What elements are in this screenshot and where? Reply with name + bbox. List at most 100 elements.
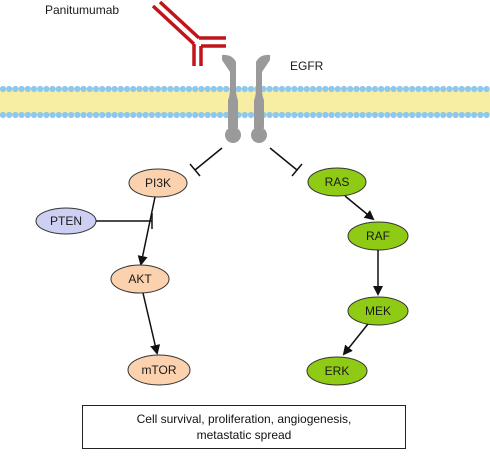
lipid-head	[74, 111, 81, 119]
lipid-head	[18, 85, 25, 93]
lipid-head	[204, 111, 211, 119]
lipid-head	[365, 111, 372, 119]
lipid-head	[61, 85, 69, 93]
lipid-head	[322, 85, 329, 93]
akt-node	[110, 264, 170, 294]
lipid-head	[154, 111, 162, 119]
ras-pathway: RAS RAF MEK ERK	[306, 167, 409, 386]
lipid-head	[402, 111, 410, 119]
lipid-head	[285, 85, 292, 93]
lipid-head	[409, 111, 416, 119]
receptor-to-ras-connector	[269, 147, 303, 177]
lipid-head	[161, 111, 168, 119]
pi3k-node	[128, 168, 188, 198]
lipid-head	[24, 85, 31, 93]
lipid-head	[483, 85, 490, 93]
lipid-head	[477, 111, 484, 119]
erk-label: ERK	[325, 364, 350, 378]
lipid-head	[24, 111, 31, 119]
membrane-core	[0, 90, 490, 114]
lipid-head	[179, 111, 186, 119]
lipid-head	[185, 85, 193, 93]
akt-label: AKT	[128, 272, 152, 286]
lipid-head	[340, 111, 348, 119]
lipid-head	[179, 85, 186, 93]
lipid-head	[272, 111, 279, 119]
lipid-head	[117, 111, 124, 119]
lipid-head	[68, 111, 75, 119]
lipid-head	[384, 111, 391, 119]
lipid-head	[167, 111, 174, 119]
lipid-head	[210, 111, 217, 119]
lipid-head	[216, 85, 224, 93]
lipid-head	[471, 85, 478, 93]
lipid-head	[241, 85, 248, 93]
lipid-head	[142, 85, 149, 93]
lipid-head	[0, 85, 7, 93]
lipid-head	[309, 85, 317, 93]
lipid-head	[99, 111, 106, 119]
pi3k-pathway: PI3K PTEN AKT mTOR	[35, 168, 191, 386]
lipid-head	[427, 111, 434, 119]
lipid-head	[272, 85, 279, 93]
lipid-head	[433, 85, 441, 93]
lipid-head	[433, 111, 441, 119]
lipid-head	[421, 85, 428, 93]
mtor-label: mTOR	[141, 363, 176, 377]
lipid-head	[49, 85, 56, 93]
lipid-head	[390, 111, 397, 119]
lipid-head	[266, 111, 273, 119]
lipid-head	[483, 111, 490, 119]
lipid-head	[148, 111, 155, 119]
lipid-head	[130, 85, 137, 93]
lipid-head	[415, 85, 422, 93]
lipid-head	[384, 85, 391, 93]
lipid-head	[477, 85, 484, 93]
lipid-head	[210, 85, 217, 93]
lipid-head	[322, 111, 329, 119]
lipid-head	[247, 111, 255, 119]
membrane-heads-bottom	[0, 111, 490, 119]
lipid-head	[291, 111, 298, 119]
lipid-head	[167, 85, 174, 93]
lipid-head	[396, 85, 403, 93]
lipid-head	[55, 85, 62, 93]
lipid-head	[216, 111, 224, 119]
panitumumab-label: Panitumumab	[45, 3, 119, 17]
lipid-head	[316, 85, 323, 93]
pi3k-label: PI3K	[145, 176, 171, 190]
lipid-head	[285, 111, 292, 119]
lipid-head	[316, 111, 323, 119]
lipid-head	[446, 85, 453, 93]
lipid-head	[278, 111, 286, 119]
lipid-head	[173, 111, 180, 119]
lipid-head	[297, 111, 304, 119]
lipid-head	[55, 111, 62, 119]
ras-label: RAS	[325, 175, 350, 189]
lipid-head	[421, 111, 428, 119]
lipid-head	[464, 111, 472, 119]
egfr-label: EGFR	[290, 59, 324, 73]
pi3k-to-akt-arrow	[137, 196, 156, 266]
lipid-head	[192, 111, 199, 119]
lipid-head	[328, 85, 335, 93]
cell-membrane	[0, 85, 490, 119]
lipid-head	[365, 85, 372, 93]
outcome-box: Cell survival, proliferation, angiogenes…	[82, 405, 406, 449]
lipid-head	[204, 85, 211, 93]
lipid-head	[278, 85, 286, 93]
erk-node	[306, 356, 368, 386]
lipid-head	[458, 85, 465, 93]
lipid-head	[452, 111, 459, 119]
lipid-head	[154, 85, 162, 93]
lipid-head	[309, 111, 317, 119]
lipid-head	[161, 85, 168, 93]
receptor-to-pi3k-connector	[189, 147, 223, 177]
lipid-head	[37, 85, 44, 93]
lipid-head	[68, 85, 75, 93]
lipid-head	[192, 85, 199, 93]
mtor-node	[127, 354, 191, 386]
lipid-head	[80, 111, 87, 119]
lipid-head	[86, 85, 93, 93]
